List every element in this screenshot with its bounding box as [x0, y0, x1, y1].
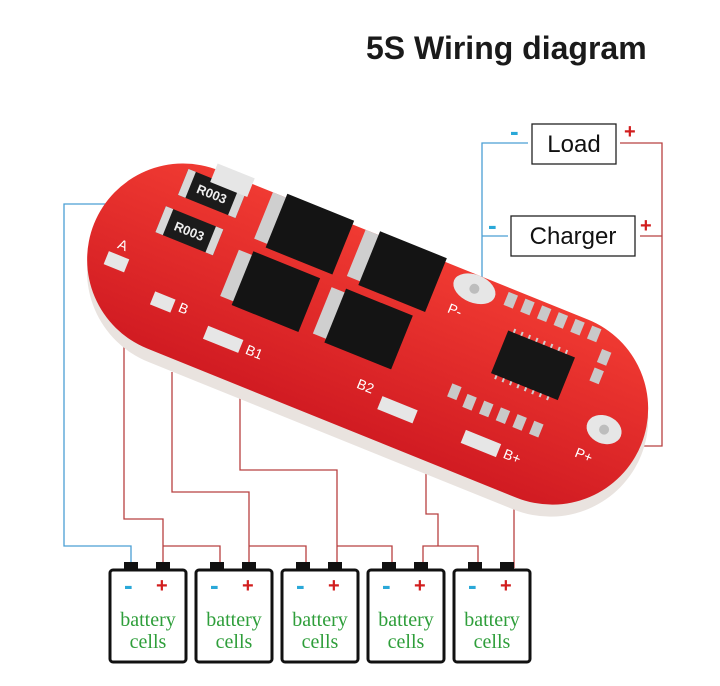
b2-pad [377, 396, 418, 424]
mosfet-1 [254, 192, 355, 275]
cell-minus-sign: - [124, 570, 133, 600]
cell-minus-sign: - [468, 570, 477, 600]
cell-plus-sign: + [242, 575, 254, 597]
load-plus-sign: + [624, 121, 636, 143]
bms-ic [491, 328, 575, 401]
battery-cells: -+batterycells-+batterycells-+batterycel… [108, 562, 532, 664]
shunt-resistor-2: R003 [155, 206, 224, 256]
cell-text-line1: battery [292, 609, 348, 631]
cell-text-line2: cells [302, 631, 339, 653]
cell-terminal [296, 562, 310, 571]
cell-text-line1: battery [120, 609, 176, 631]
cell-terminal [242, 562, 256, 571]
cell-text-line1: battery [378, 609, 434, 631]
mosfet-2 [346, 229, 447, 312]
wire-p-plus [620, 142, 663, 447]
cell-text-line1: battery [206, 609, 262, 631]
cell-plus-sign: + [156, 575, 168, 597]
cell-text-line2: cells [388, 631, 425, 653]
bms-board: R003 R003 [86, 135, 649, 517]
cell-text-line2: cells [216, 631, 253, 653]
cell-minus-sign: - [382, 570, 391, 600]
b1-pad [202, 325, 244, 353]
cell-plus-sign: + [328, 575, 340, 597]
load-label: Load [547, 131, 600, 158]
cell-terminal [210, 562, 224, 571]
charger-minus-sign: - [488, 210, 497, 240]
cell-terminal [156, 562, 170, 571]
smd-components [447, 291, 612, 438]
cell-minus-sign: - [210, 570, 219, 600]
cell-body [366, 568, 446, 664]
label-b2: B2 [355, 375, 377, 396]
cell-body [108, 568, 188, 664]
cell-terminal [468, 562, 482, 571]
label-b-minus: B- [180, 135, 199, 155]
label-p-minus: P- [446, 300, 465, 320]
label-b-plus: B+ [501, 445, 523, 466]
cell-terminal [124, 562, 138, 571]
b-minus-pad [210, 163, 255, 197]
charger-box: Charger - + [488, 210, 652, 257]
cell-text-line2: cells [474, 631, 511, 653]
cell-terminal [382, 562, 396, 571]
b-pad [149, 291, 176, 313]
label-p-plus: P+ [573, 444, 595, 465]
a-pad [103, 251, 130, 273]
cell-body [452, 568, 532, 664]
cell-plus-sign: + [500, 575, 512, 597]
cell-terminal [414, 562, 428, 571]
load-box: Load - + [510, 116, 636, 165]
mosfet-4 [312, 287, 413, 370]
cell-body [194, 568, 274, 664]
charger-plus-sign: + [640, 215, 652, 237]
diagram-title: 5S Wiring diagram [366, 30, 647, 66]
load-minus-sign: - [510, 116, 519, 146]
cell-plus-sign: + [414, 575, 426, 597]
cell-minus-sign: - [296, 570, 305, 600]
shunt-resistor-1: R003 [177, 168, 246, 219]
cell-text-line2: cells [130, 631, 167, 653]
wire-b2 [422, 455, 479, 568]
label-b1: B1 [243, 341, 265, 362]
cell-terminal [500, 562, 514, 571]
cell-body [280, 568, 360, 664]
charger-label: Charger [530, 223, 617, 250]
b-plus-pad [460, 429, 502, 458]
wire-p-minus [481, 142, 528, 323]
cell-text-line1: battery [464, 609, 520, 631]
cell-terminal [328, 562, 342, 571]
mosfet-3 [220, 249, 321, 332]
